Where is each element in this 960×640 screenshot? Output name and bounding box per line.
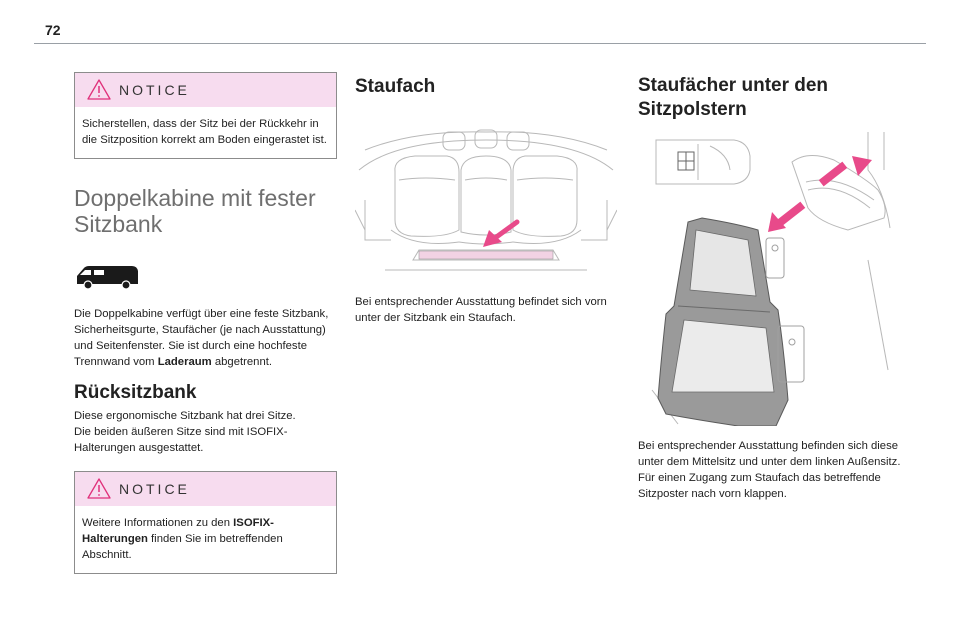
notice-header: NOTICE [75, 73, 336, 107]
notice-box-seat: NOTICE Sicherstellen, dass der Sitz bei … [74, 72, 337, 159]
notice-text-end: finden Sie im betreffenden Abschnitt. [82, 533, 283, 561]
section-title: Doppelkabine mit fester Sitzbank [74, 185, 316, 237]
notice-header: NOTICE [75, 472, 336, 506]
notice-title: NOTICE [119, 82, 190, 98]
storage-bin [657, 217, 789, 426]
rear-seat-line1: Diese ergonomische Sitzbank hat drei Sit… [74, 410, 296, 422]
notice-text: Weitere Informationen zu den ISOFIX-Halt… [75, 506, 336, 573]
underseat-storage-illustration [651, 132, 891, 426]
header-divider [34, 43, 926, 44]
van-icon [77, 266, 138, 290]
storage-text: Bei entsprechender Ausstattung befindet … [355, 296, 607, 324]
warning-icon [87, 478, 111, 499]
page-number: 72 [45, 22, 61, 38]
underseat-storage-text: Bei entsprechender Ausstattung befinden … [638, 440, 901, 500]
storage-heading: Staufach [355, 76, 436, 97]
underseat-storage-heading: Staufächer unter den Sitzpolstern [638, 75, 829, 120]
notice-text: Sicherstellen, dass der Sitz bei der Rüc… [82, 118, 327, 146]
rear-bench-illustration [355, 129, 617, 271]
rear-seat-line2: Die beiden äußeren Sitze sind mit ISOFIX… [74, 426, 288, 454]
left-column: NOTICE Sicherstellen, dass der Sitz bei … [74, 72, 337, 574]
arrow-icon [818, 156, 872, 187]
intro-text-end: abgetrennt. [211, 356, 273, 368]
notice-bold-term: ISOFIX-Halterungen [82, 517, 274, 545]
notice-box-isofix: NOTICE Weitere Informationen zu den ISOF… [74, 471, 337, 574]
arrow-icon [483, 219, 520, 247]
right-column: Staufächer unter den Sitzpolstern [638, 72, 901, 502]
middle-column: Staufach Be [355, 72, 617, 326]
notice-title: NOTICE [119, 481, 190, 497]
intro-bold-term: Laderaum [157, 356, 212, 368]
rear-seat-heading: Rücksitzbank [74, 382, 197, 403]
intro-paragraph: Die Doppelkabine verfügt über eine feste… [74, 306, 337, 370]
warning-icon [87, 79, 111, 100]
notice-text-start: Weitere Informationen zu den [82, 517, 234, 529]
intro-text: Die Doppelkabine verfügt über eine feste… [74, 308, 329, 368]
arrow-icon [768, 201, 806, 232]
